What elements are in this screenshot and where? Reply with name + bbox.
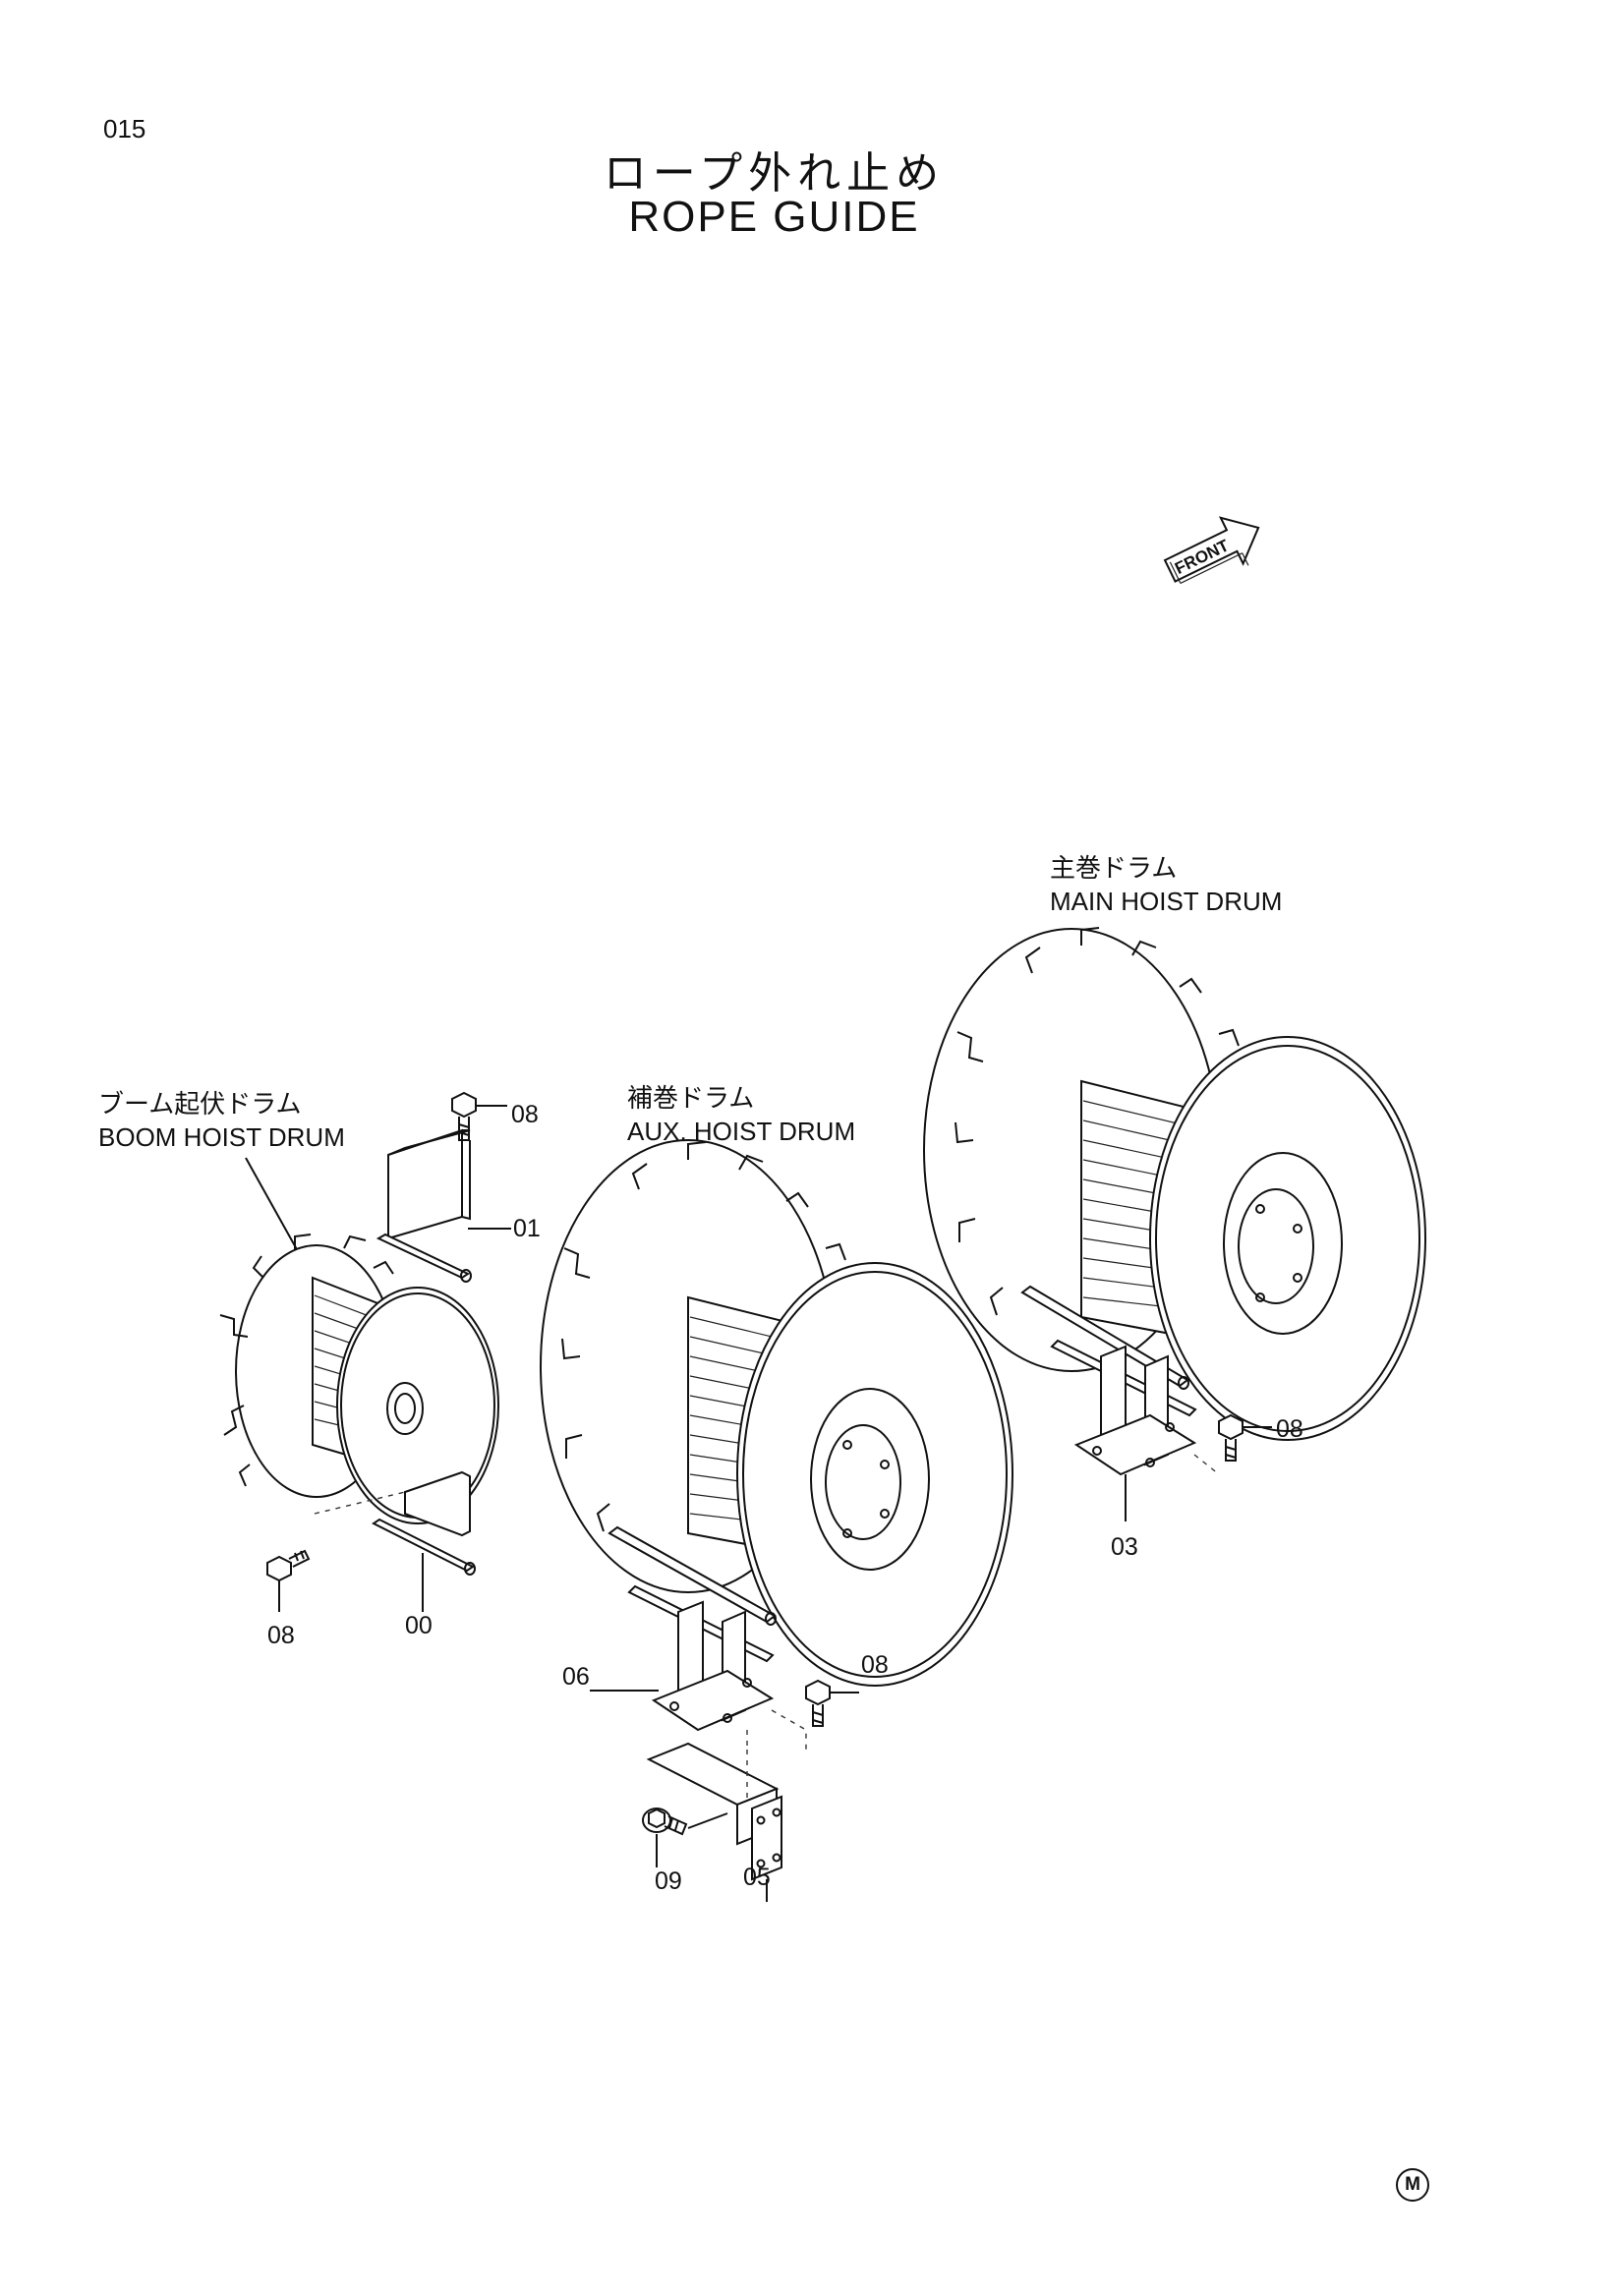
rope-guide-part-00	[314, 1470, 476, 1612]
callout-bolt-bottom: 09	[655, 1867, 682, 1895]
bolt-icon	[451, 1091, 507, 1141]
aux-hoist-drum	[540, 1139, 1013, 1687]
bolt-icon	[266, 1549, 311, 1612]
footer-mark-icon: M	[1396, 2168, 1429, 2202]
front-arrow-icon: FRONT	[1163, 516, 1260, 584]
callout-bracket-main: 03	[1111, 1533, 1138, 1561]
main-hoist-drum-label: 主巻ドラム MAIN HOIST DRUM	[1050, 851, 1282, 918]
page-title-japanese: ロープ外れ止め	[603, 148, 946, 199]
aux-hoist-drum-label: 補巻ドラム AUX. HOIST DRUM	[627, 1081, 855, 1148]
callout-guide-top: 01	[513, 1215, 541, 1242]
callout-bolt-top: 08	[511, 1101, 539, 1128]
rope-guide-bracket-03	[1020, 1285, 1220, 1521]
page-title-english: ROPE GUIDE	[628, 193, 920, 241]
bolt-icon	[1218, 1413, 1272, 1462]
boom-hoist-drum	[219, 1157, 499, 1524]
aux-hoist-drum-label-en: AUX. HOIST DRUM	[627, 1117, 856, 1146]
rope-guide-part-01	[376, 1128, 511, 1283]
main-hoist-drum	[923, 927, 1426, 1441]
callout-bolt-left: 08	[267, 1622, 295, 1649]
boom-hoist-drum-label-en: BOOM HOIST DRUM	[98, 1122, 345, 1152]
main-hoist-drum-label-ja: 主巻ドラム	[1050, 853, 1178, 883]
callout-bolt-main: 08	[1276, 1415, 1303, 1443]
bolt-icon	[805, 1679, 859, 1727]
flange-bolt-icon	[642, 1808, 728, 1867]
page-number: 015	[103, 114, 146, 144]
main-hoist-drum-label-en: MAIN HOIST DRUM	[1050, 887, 1283, 916]
callout-bracket-aux: 06	[562, 1663, 590, 1691]
aux-hoist-drum-label-ja: 補巻ドラム	[627, 1083, 755, 1113]
boom-hoist-drum-label: ブーム起伏ドラム BOOM HOIST DRUM	[98, 1087, 345, 1154]
callout-bolt-aux: 08	[861, 1651, 889, 1679]
mounting-plate-part-05	[646, 1742, 782, 1902]
callout-guide-left: 00	[405, 1612, 433, 1639]
callout-plate-bottom: 05	[743, 1864, 771, 1891]
boom-hoist-drum-label-ja: ブーム起伏ドラム	[98, 1089, 302, 1119]
rope-guide-bracket-06	[590, 1525, 807, 1750]
